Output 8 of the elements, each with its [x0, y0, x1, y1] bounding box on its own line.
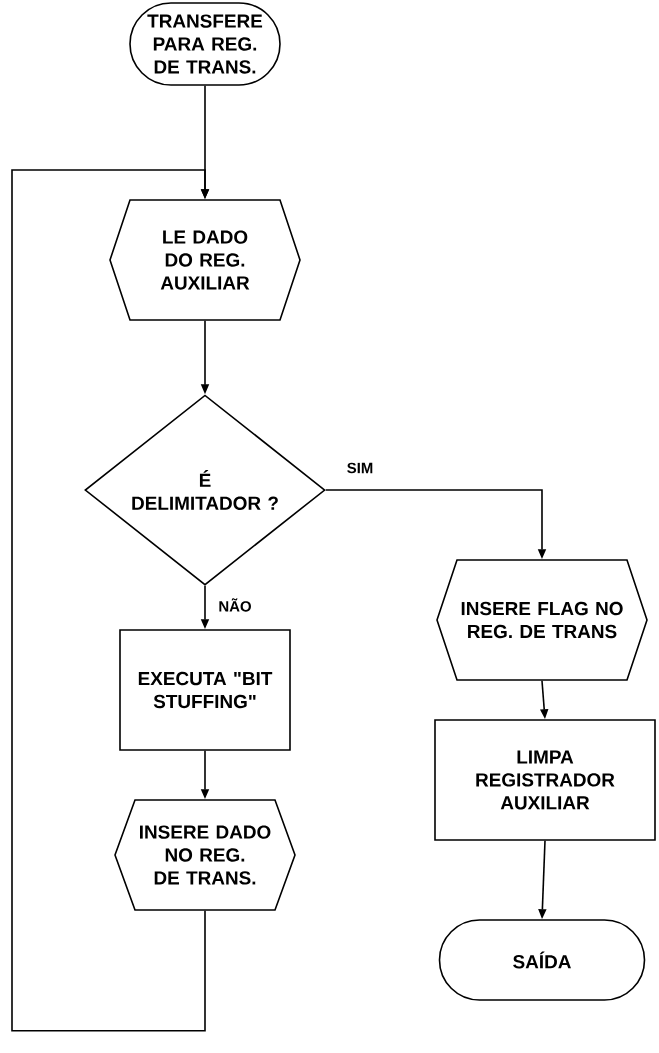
- process-box: EXECUTA "BIT STUFFING": [119, 629, 291, 751]
- hexagon-box: INSERE DADO NO REG. DE TRANS.: [114, 799, 296, 911]
- hexagon-box: INSERE FLAG NO REG. DE TRANS: [436, 559, 648, 681]
- edge-label: NÃO: [217, 597, 253, 613]
- process-box: LIMPA REGISTRADOR AUXILIAR: [434, 719, 656, 841]
- hexagon-box: LE DADO DO REG. AUXILIAR: [109, 199, 301, 321]
- arrow: [11, 169, 210, 1032]
- edge-label: SIM: [345, 461, 375, 475]
